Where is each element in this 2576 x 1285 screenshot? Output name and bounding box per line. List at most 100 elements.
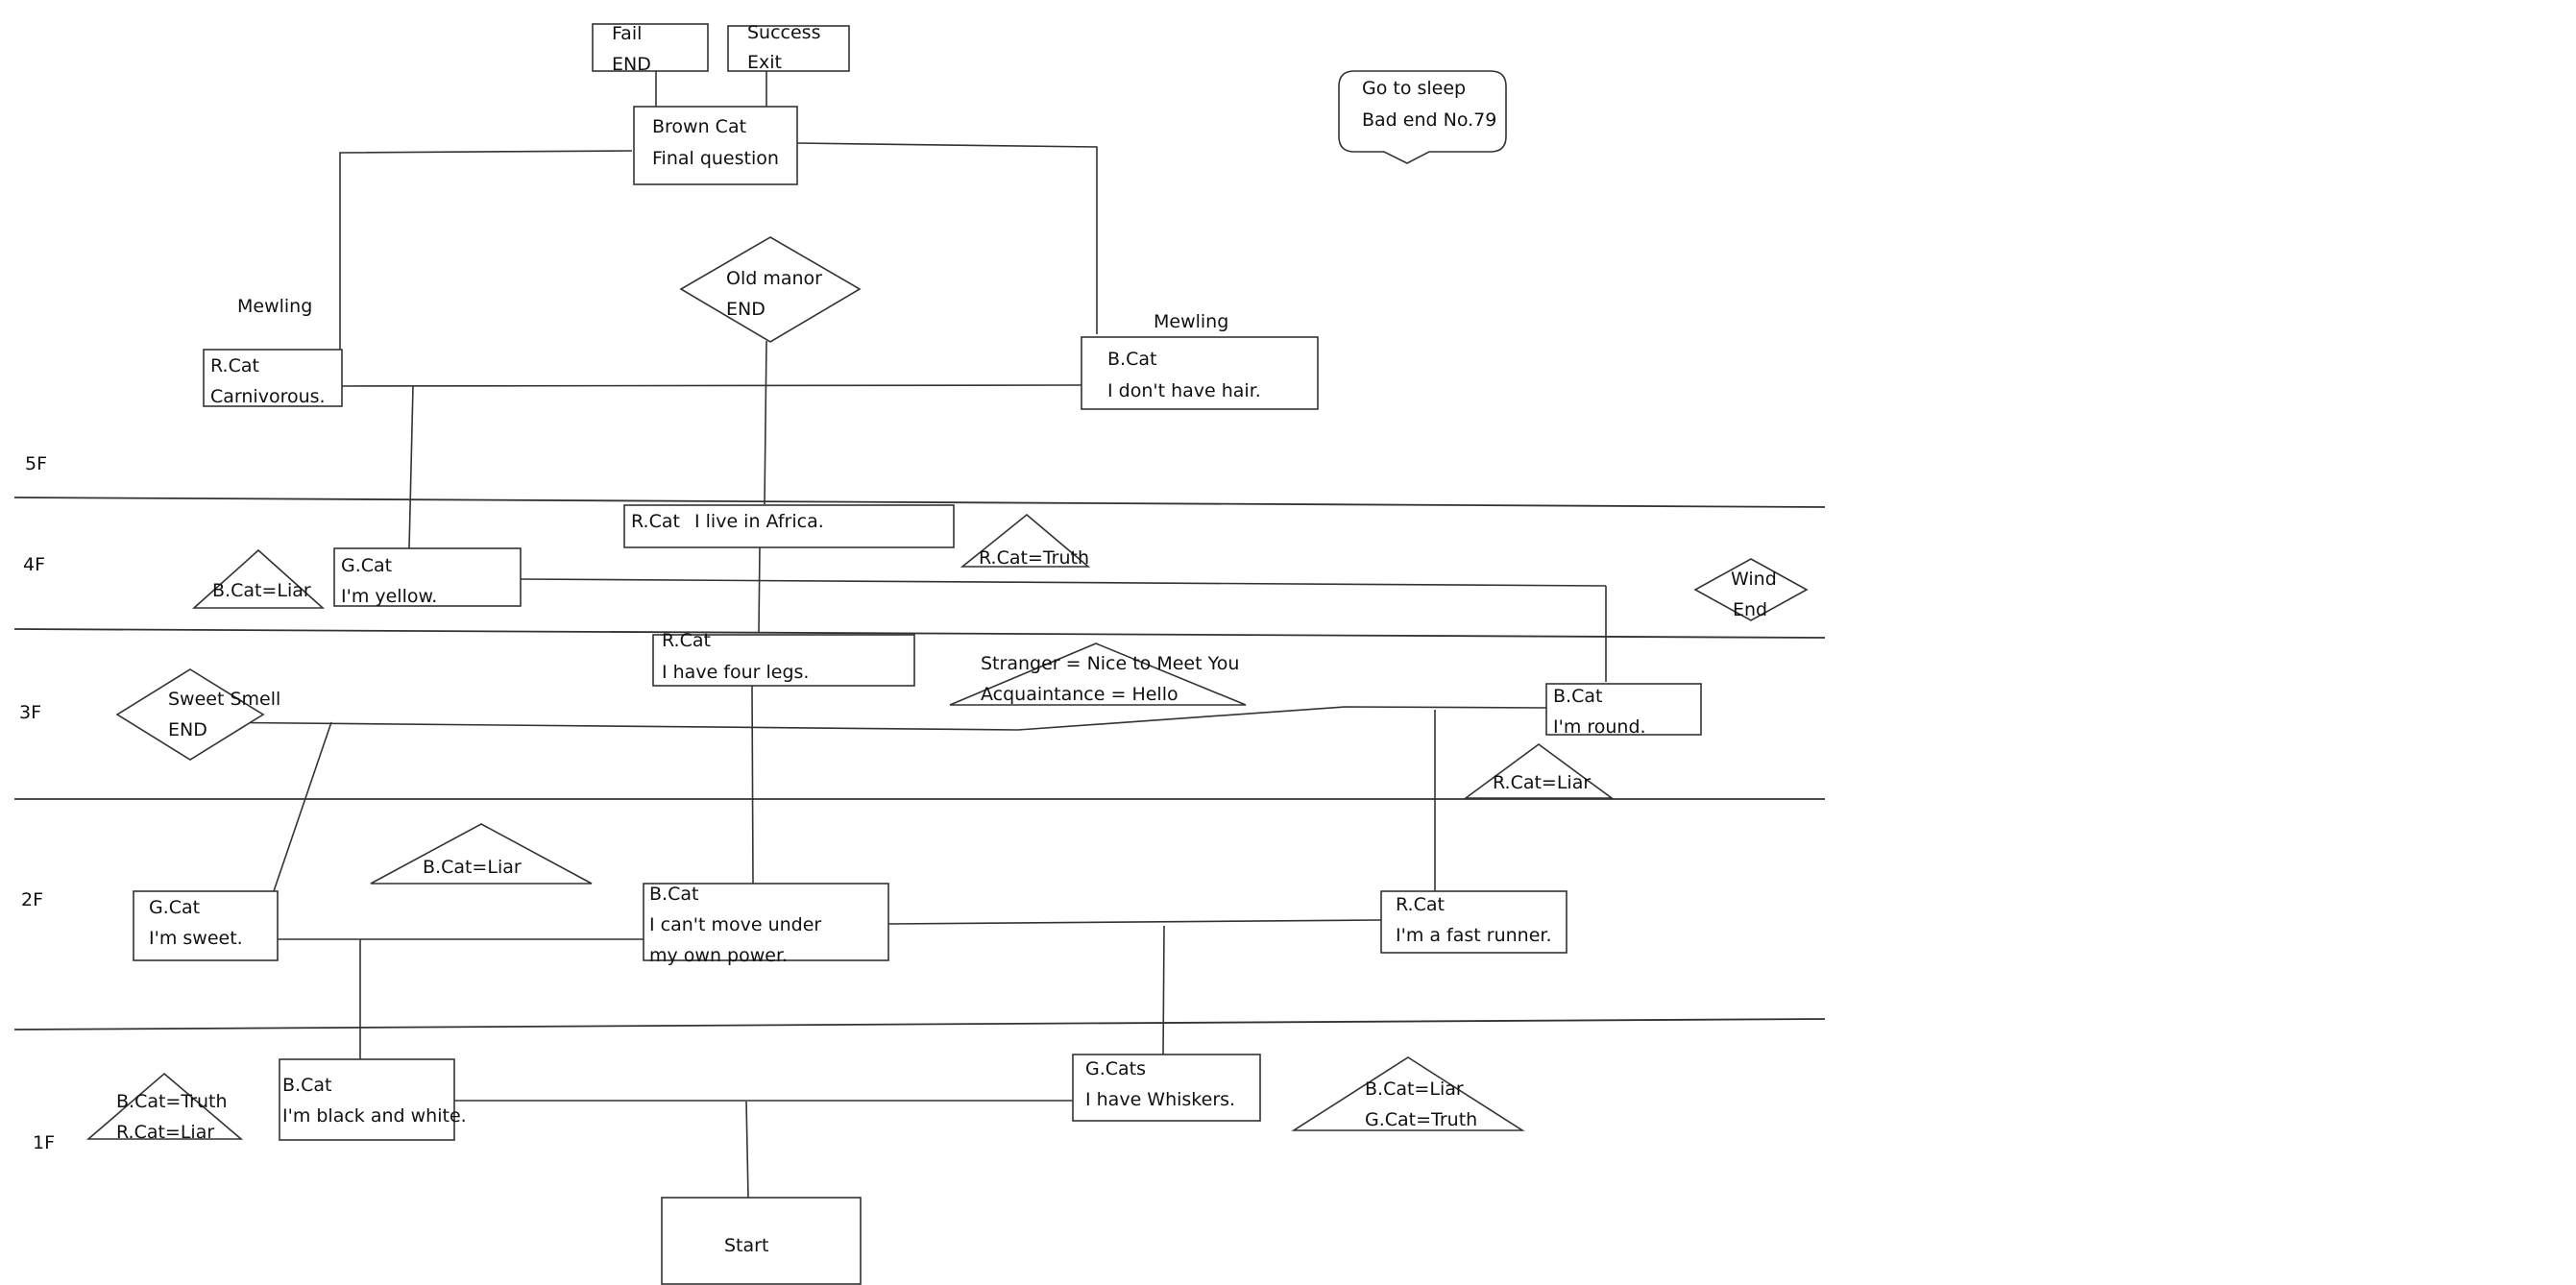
b-cat-cant-move-node: B.Cat I can't move under my own power. xyxy=(643,883,889,966)
svg-text:R.Cat=Truth: R.Cat=Truth xyxy=(979,547,1089,569)
r-cat-truth-hint: R.Cat=Truth xyxy=(960,513,1091,569)
svg-text:I'm yellow.: I'm yellow. xyxy=(341,586,437,607)
brown-cat-final-question-node: Brown Cat Final question xyxy=(633,106,798,185)
r-cat-four-legs-node: R.Cat I have four legs. xyxy=(652,630,915,687)
svg-text:B.Cat=Truth: B.Cat=Truth xyxy=(116,1091,228,1112)
floor-label-2f: 2F xyxy=(21,889,43,910)
r-cat-fast-runner-node: R.Cat I'm a fast runner. xyxy=(1380,890,1567,954)
svg-text:Final question: Final question xyxy=(652,148,779,169)
svg-text:End: End xyxy=(1733,599,1767,620)
floor-label-1f: 1F xyxy=(33,1132,55,1153)
b-cat-black-white-node: B.Cat I'm black and white. xyxy=(279,1058,467,1141)
svg-text:B.Cat: B.Cat xyxy=(649,884,698,905)
r-cat-carnivorous-node: R.Cat Carnivorous. xyxy=(203,349,343,407)
g-cats-whiskers-node: G.Cats I have Whiskers. xyxy=(1072,1054,1261,1122)
svg-text:Sweet Smell: Sweet Smell xyxy=(168,689,280,710)
connector xyxy=(795,142,1098,334)
svg-text:B.Cat: B.Cat xyxy=(1107,349,1156,370)
wind-end-node: Wind End xyxy=(1693,558,1809,621)
svg-text:G.Cats: G.Cats xyxy=(1085,1058,1146,1079)
b-cat-liar-hint-4f: B.Cat=Liar xyxy=(191,548,326,609)
floor-divider-4f-3f xyxy=(13,628,1826,639)
floor-divider-5f-4f xyxy=(13,497,1826,508)
svg-text:Start: Start xyxy=(724,1235,768,1256)
svg-text:I have four legs.: I have four legs. xyxy=(662,662,809,683)
svg-text:R.Cat=Liar: R.Cat=Liar xyxy=(116,1122,214,1143)
svg-text:I'm round.: I'm round. xyxy=(1553,716,1646,738)
svg-text:R.Cat: R.Cat xyxy=(662,630,711,651)
connector xyxy=(520,578,1607,587)
old-manor-end-node: Old manor END xyxy=(679,236,862,343)
connector xyxy=(191,706,1547,731)
floor-labels: 5F 4F 3F 2F 1F xyxy=(19,453,55,1153)
connector xyxy=(887,919,1382,925)
svg-text:Stranger = Nice to Meet You: Stranger = Nice to Meet You xyxy=(981,653,1239,674)
svg-text:I live in Africa.: I live in Africa. xyxy=(694,511,824,532)
svg-text:END: END xyxy=(726,299,766,320)
svg-text:Exit: Exit xyxy=(747,52,782,73)
connector xyxy=(273,721,332,892)
svg-text:R.Cat: R.Cat xyxy=(631,511,680,532)
hint-1f-right: B.Cat=Liar G.Cat=Truth xyxy=(1291,1056,1525,1131)
fail-end-node: Fail END xyxy=(592,23,709,75)
svg-text:I don't have hair.: I don't have hair. xyxy=(1107,380,1261,401)
start-node: Start xyxy=(661,1197,862,1285)
g-cat-sweet-node: G.Cat I'm sweet. xyxy=(133,890,279,961)
b-cat-liar-hint-2f: B.Cat=Liar xyxy=(370,823,593,885)
svg-text:R.Cat=Liar: R.Cat=Liar xyxy=(1493,772,1591,793)
connector xyxy=(745,1101,749,1199)
hint-1f-left: B.Cat=Truth R.Cat=Liar xyxy=(85,1072,244,1143)
svg-text:I'm a fast runner.: I'm a fast runner. xyxy=(1396,925,1552,946)
b-cat-no-hair-node: B.Cat I don't have hair. xyxy=(1081,336,1319,410)
svg-text:Acquaintance = Hello: Acquaintance = Hello xyxy=(981,684,1179,705)
connector xyxy=(751,685,754,885)
sleep-bad-end-bubble: Go to sleep Bad end No.79 xyxy=(1338,70,1507,164)
svg-text:Wind: Wind xyxy=(1731,569,1777,590)
svg-text:R.Cat: R.Cat xyxy=(1396,894,1445,915)
svg-text:Brown Cat: Brown Cat xyxy=(652,116,746,137)
svg-text:Fail: Fail xyxy=(612,23,642,44)
svg-text:I can't move under: I can't move under xyxy=(649,914,821,935)
b-cat-round-node: B.Cat I'm round. xyxy=(1545,683,1702,738)
g-cat-yellow-node: G.Cat I'm yellow. xyxy=(333,547,522,607)
connector xyxy=(764,340,767,505)
svg-text:I'm black and white.: I'm black and white. xyxy=(282,1105,467,1127)
r-cat-africa-node: R.Cat I live in Africa. xyxy=(623,504,955,548)
r-cat-liar-hint: R.Cat=Liar xyxy=(1463,743,1615,799)
sweet-smell-end-node: Sweet Smell END xyxy=(115,668,280,761)
svg-text:B.Cat=Liar: B.Cat=Liar xyxy=(212,580,311,601)
svg-text:G.Cat: G.Cat xyxy=(341,555,392,576)
svg-text:B.Cat=Liar: B.Cat=Liar xyxy=(423,857,522,878)
svg-text:R.Cat: R.Cat xyxy=(210,355,259,376)
floor-label-5f: 5F xyxy=(25,453,47,474)
connector xyxy=(408,385,414,549)
svg-text:B.Cat: B.Cat xyxy=(1553,686,1602,707)
floor-label-4f: 4F xyxy=(23,554,45,575)
connector xyxy=(340,384,1082,387)
svg-text:Success: Success xyxy=(747,22,820,43)
svg-text:Carnivorous.: Carnivorous. xyxy=(210,386,326,407)
svg-text:Old manor: Old manor xyxy=(726,268,822,289)
svg-text:I'm sweet.: I'm sweet. xyxy=(149,928,243,949)
greeting-hint: Stranger = Nice to Meet You Acquaintance… xyxy=(949,642,1247,706)
svg-text:my own power.: my own power. xyxy=(649,945,788,966)
floor-label-3f: 3F xyxy=(19,702,41,723)
svg-text:G.Cat: G.Cat xyxy=(149,897,200,918)
svg-text:B.Cat: B.Cat xyxy=(282,1075,331,1096)
floor-dividers xyxy=(13,497,1826,1030)
svg-text:I have Whiskers.: I have Whiskers. xyxy=(1085,1089,1235,1110)
svg-text:END: END xyxy=(612,54,651,75)
mewling-label-right: Mewling xyxy=(1154,311,1228,332)
svg-text:Go to sleep: Go to sleep xyxy=(1362,78,1466,99)
connector xyxy=(758,546,761,634)
floor-divider-2f-1f xyxy=(13,1018,1826,1030)
connector xyxy=(339,150,633,350)
svg-text:G.Cat=Truth: G.Cat=Truth xyxy=(1365,1109,1477,1130)
connector xyxy=(1162,925,1165,1055)
svg-text:END: END xyxy=(168,719,207,740)
connectors xyxy=(191,71,1607,1199)
svg-text:Bad end No.79: Bad end No.79 xyxy=(1362,109,1496,131)
mewling-label-left: Mewling xyxy=(237,296,312,317)
success-exit-node: Success Exit xyxy=(727,22,850,73)
